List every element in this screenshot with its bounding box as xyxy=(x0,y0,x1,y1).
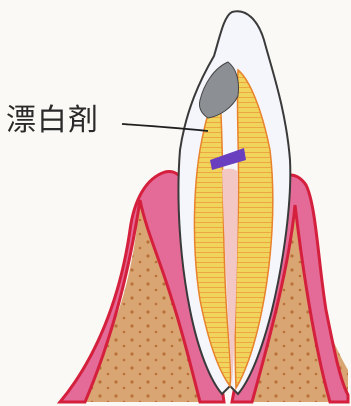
bleach-agent-label: 漂白剤 xyxy=(6,104,99,138)
